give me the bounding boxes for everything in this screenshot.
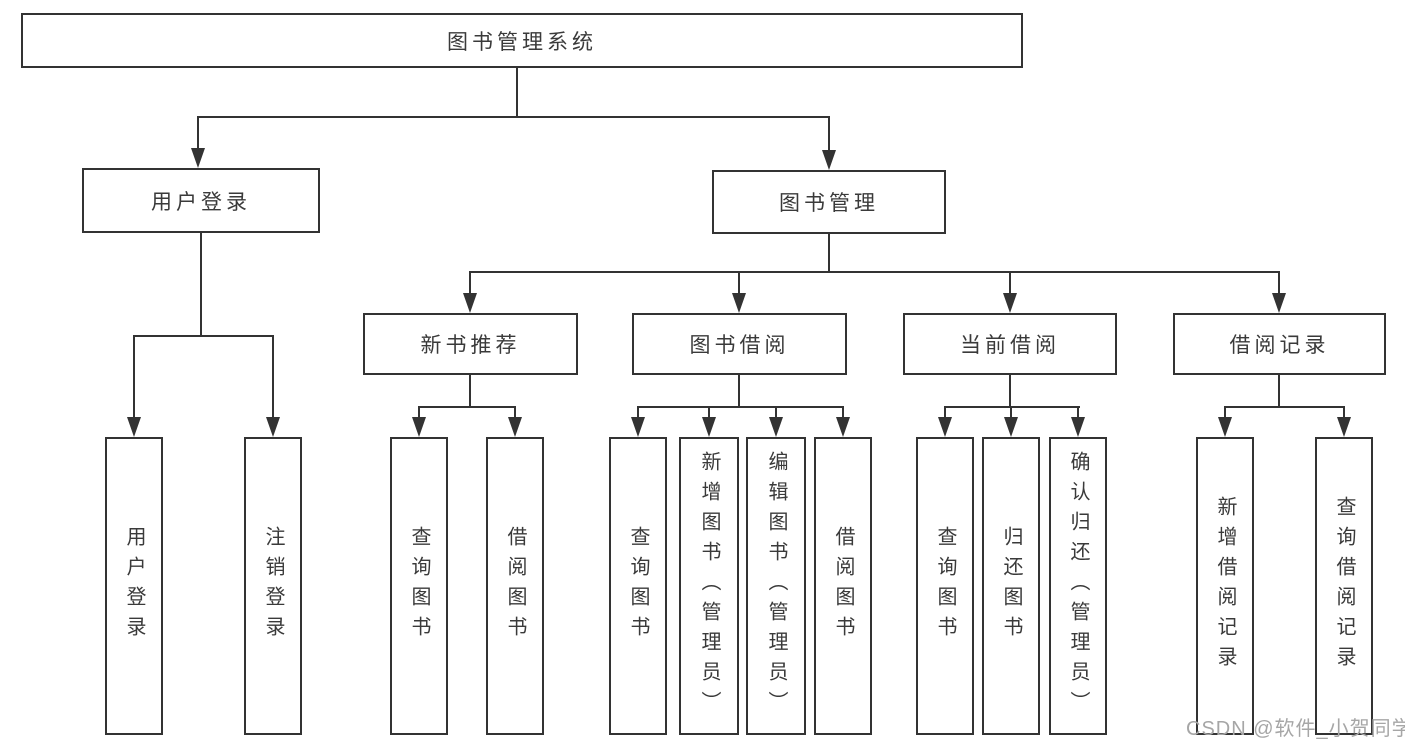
connector-vline xyxy=(514,406,516,419)
connector-hline xyxy=(418,406,516,408)
node-borrow-query-books: 查询图书 xyxy=(609,437,667,735)
arrow-down-icon xyxy=(631,417,645,437)
arrow-down-icon xyxy=(1337,417,1351,437)
connector-vline xyxy=(775,406,777,419)
connector-vline xyxy=(272,335,274,417)
arrow-down-icon xyxy=(732,293,746,313)
connector-vline xyxy=(828,116,830,152)
node-current-query-books: 查询图书 xyxy=(916,437,974,735)
arrow-down-icon xyxy=(127,417,141,437)
arrow-down-icon xyxy=(266,417,280,437)
node-edit-book-admin: 编辑图书（管理员） xyxy=(746,437,806,735)
connector-vline xyxy=(738,375,740,407)
arrow-down-icon xyxy=(1071,417,1085,437)
node-user-login: 用户登录 xyxy=(82,168,320,233)
node-recommend-query-books: 查询图书 xyxy=(390,437,448,735)
arrow-down-icon xyxy=(412,417,426,437)
node-logout: 注销登录 xyxy=(244,437,302,735)
connector-vline xyxy=(200,233,202,336)
csdn-watermark: CSDN @软件_小贺同学 xyxy=(1186,718,1405,740)
node-book-management: 图书管理 xyxy=(712,170,946,234)
connector-hline xyxy=(944,406,1080,408)
arrow-down-icon xyxy=(769,417,783,437)
node-confirm-return-admin: 确认归还（管理员） xyxy=(1049,437,1107,735)
connector-vline xyxy=(516,68,518,117)
connector-vline xyxy=(637,406,639,419)
node-book-borrow: 图书借阅 xyxy=(632,313,847,375)
connector-vline xyxy=(828,234,830,272)
connector-vline xyxy=(1010,406,1012,419)
node-new-book-recommend: 新书推荐 xyxy=(363,313,578,375)
connector-vline xyxy=(738,271,740,295)
arrow-down-icon xyxy=(508,417,522,437)
arrow-down-icon xyxy=(1003,293,1017,313)
connector-hline xyxy=(469,271,1280,273)
connector-vline xyxy=(1009,375,1011,407)
connector-vline xyxy=(1343,406,1345,419)
arrow-down-icon xyxy=(822,150,836,170)
arrow-down-icon xyxy=(1272,293,1286,313)
node-borrow-records: 借阅记录 xyxy=(1173,313,1386,375)
arrow-down-icon xyxy=(191,148,205,168)
connector-vline xyxy=(708,406,710,419)
connector-vline xyxy=(197,116,199,150)
arrow-down-icon xyxy=(1004,417,1018,437)
arrow-down-icon xyxy=(702,417,716,437)
connector-hline xyxy=(637,406,844,408)
node-query-borrow-record: 查询借阅记录 xyxy=(1315,437,1373,735)
connector-vline xyxy=(944,406,946,419)
connector-hline xyxy=(197,116,830,118)
connector-vline xyxy=(1278,375,1280,407)
connector-vline xyxy=(842,406,844,419)
connector-vline xyxy=(133,335,135,417)
node-current-borrow: 当前借阅 xyxy=(903,313,1117,375)
arrow-down-icon xyxy=(938,417,952,437)
connector-vline xyxy=(1077,406,1079,419)
arrow-down-icon xyxy=(463,293,477,313)
arrow-down-icon xyxy=(836,417,850,437)
node-root: 图书管理系统 xyxy=(21,13,1023,68)
node-borrow-books: 借阅图书 xyxy=(814,437,872,735)
connector-vline xyxy=(1224,406,1226,419)
node-return-books: 归还图书 xyxy=(982,437,1040,735)
connector-hline xyxy=(133,335,273,337)
arrow-down-icon xyxy=(1218,417,1232,437)
connector-vline xyxy=(418,406,420,419)
connector-vline xyxy=(1278,271,1280,295)
connector-hline xyxy=(1224,406,1345,408)
node-add-borrow-record: 新增借阅记录 xyxy=(1196,437,1254,735)
connector-vline xyxy=(469,271,471,295)
connector-vline xyxy=(469,375,471,407)
node-recommend-borrow-books: 借阅图书 xyxy=(486,437,544,735)
node-add-book-admin: 新增图书（管理员） xyxy=(679,437,739,735)
node-user-login-action: 用户登录 xyxy=(105,437,163,735)
connector-vline xyxy=(1009,271,1011,295)
